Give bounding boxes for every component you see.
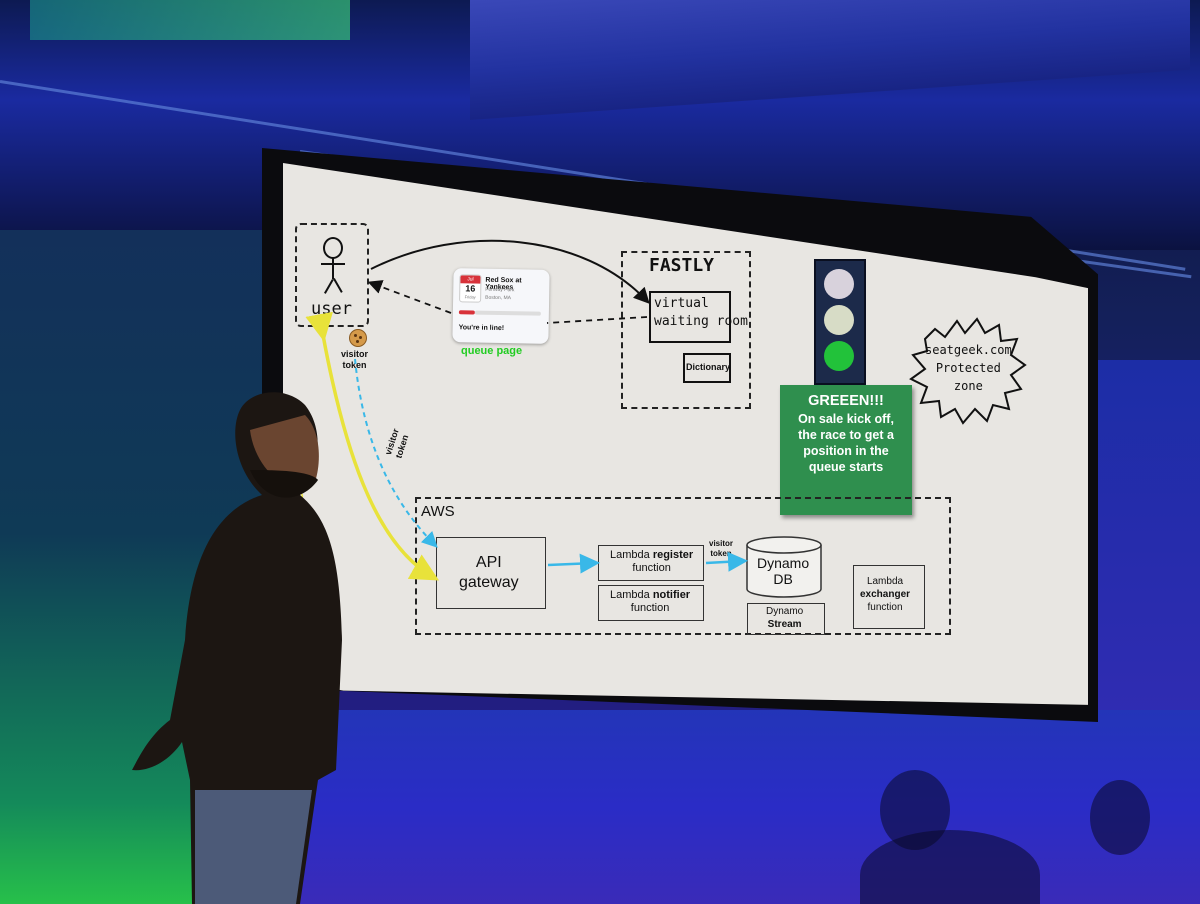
traffic-light-lamp-bottom [824,341,854,371]
visitor-token-aws-label: visitor token [709,539,734,558]
dictionary-label: Dictionary [686,362,731,372]
traffic-light-lamp-top [824,269,854,299]
virtual-waiting-room-box [649,291,731,343]
stick-figure-body [332,257,334,279]
ceiling-light [30,0,350,40]
lambda-register-suffix: function [632,562,671,574]
dynamo-stream-label: Dynamo Stream [766,605,803,631]
traffic-light-lamp-middle [824,305,854,335]
protected-zone-burst [909,317,1027,425]
dynamo-db-label: Dynamo DB [757,555,810,587]
protected-zone-label: seatgeek.com Protected zone [925,343,1012,393]
green-callout-body: On sale kick off, the race to get a posi… [798,412,894,474]
register-to-dynamo-arrow [705,551,748,572]
lambda-exchanger-bold: exchanger [860,589,911,600]
audience-shadow [860,830,1040,904]
lower-wall [260,710,1200,904]
lambda-register-bold: register [652,549,694,561]
lambda-notifier-box [598,585,704,621]
visitor-token-arrow [354,358,438,548]
dynamo-stream-bold: Stream [767,619,802,630]
virtual-waiting-room-label: virtual waiting room [654,296,748,329]
api-gateway-label: API gateway [459,554,519,591]
green-callout-headline: GREEEN!!! [808,393,884,409]
dynamo-stream-top: Dynamo [766,606,804,617]
lambda-register-prefix: Lambda [610,549,653,561]
websocket-arrow [305,311,440,581]
audience-shadow [1090,780,1150,855]
green-callout: GREEEN!!! On sale kick off, the race to … [780,385,912,515]
waiting-room-to-user-arrow [371,283,648,324]
left-wall [0,230,270,904]
lambda-exchanger-suffix: function [867,602,903,613]
stick-figure-arms [321,263,345,265]
lambda-notifier-suffix: function [630,602,670,614]
lambda-exchanger-label: Lambda exchanger function [860,575,910,614]
queue-page-label: queue page [461,345,523,357]
user-to-waiting-room-arrow [370,239,650,304]
dictionary-box [683,353,731,383]
dynamo-stream-box [747,603,825,635]
lambda-exchanger-top: Lambda [866,576,904,587]
lambda-notifier-bold: notifier [652,589,691,601]
fastly-box [621,251,751,409]
dynamo-db-cylinder [746,536,822,598]
diagram-arrows [305,239,748,581]
traffic-light [814,259,866,385]
lambda-notifier-label: Lambda notifier function [610,589,690,615]
lambda-register-label: Lambda register function [610,549,693,575]
lambda-notifier-prefix: Lambda [610,589,653,601]
lambda-exchanger-box [853,565,925,629]
fastly-title: FASTLY [649,255,715,276]
projected-slide: user visitor token Jul 16 Friday Red Sox… [283,163,1088,705]
api-to-register-arrow [547,553,600,574]
